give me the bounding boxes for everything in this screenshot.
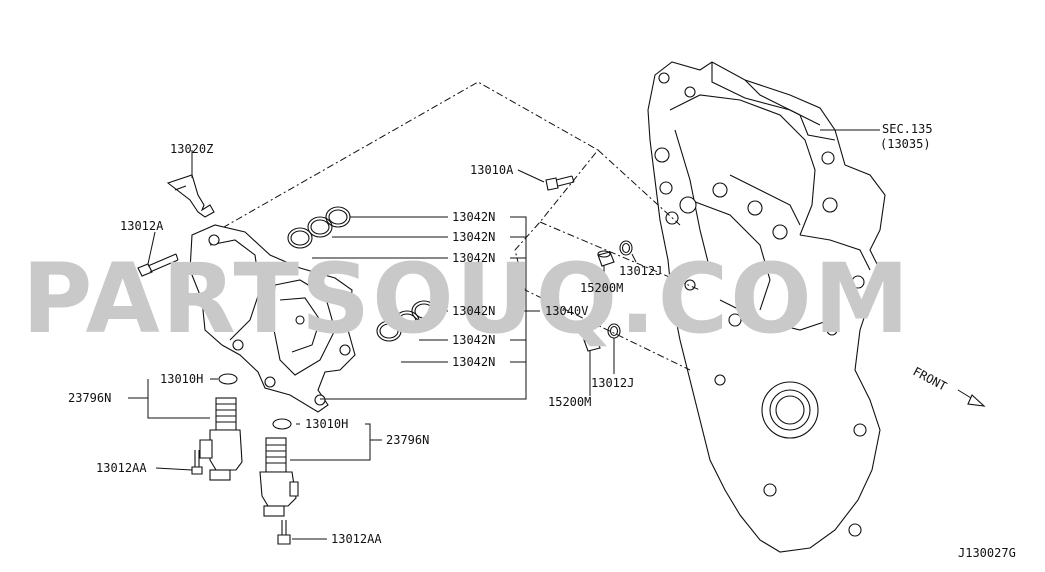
label-13042N-4: 13042N [452, 304, 495, 318]
washer-13012J-upper[interactable] [619, 240, 633, 256]
label-13012J-lower: 13012J [591, 376, 634, 390]
o-ring-13010H-right[interactable] [272, 418, 292, 430]
o-rings-upper[interactable] [287, 206, 351, 249]
front-label: FRONT [911, 364, 949, 393]
solenoid-valve-right[interactable] [259, 437, 299, 517]
o-ring-13010H-left[interactable] [218, 373, 238, 385]
label-13042N-3: 13042N [452, 251, 495, 265]
plug-15200M-upper[interactable] [597, 250, 615, 267]
label-15200M-lower: 15200M [548, 395, 591, 409]
label-13042N-2: 13042N [452, 230, 495, 244]
bolt-13012AA-right[interactable] [277, 520, 291, 545]
assembly-outline-2 [539, 149, 701, 291]
label-13042N-6: 13042N [452, 355, 495, 369]
label-13012J-upper: 13012J [619, 264, 662, 278]
sealant-tube[interactable] [166, 174, 215, 218]
label-13012A: 13012A [120, 219, 164, 233]
label-13010A: 13010A [470, 163, 514, 177]
label-13042N-5: 13042N [452, 333, 495, 347]
watermark: PARTSOUQ.COM [22, 243, 911, 355]
label-13012AA-right: 13012AA [331, 532, 382, 546]
label-13020Z: 13020Z [170, 142, 213, 156]
label-13010H-left: 13010H [160, 372, 203, 386]
diagram-code: J130027G [958, 546, 1016, 560]
assembly-outline [209, 81, 691, 371]
label-sec-13035: (13035) [880, 137, 931, 151]
o-rings-lower[interactable] [376, 300, 437, 342]
label-23796N-left: 23796N [68, 391, 111, 405]
plug-15200M-lower[interactable] [583, 335, 601, 352]
bolt-13010A[interactable] [545, 175, 575, 191]
label-sec-135: SEC.135 [882, 122, 933, 136]
label-13012AA-left: 13012AA [96, 461, 147, 475]
solenoid-valve-left[interactable] [199, 397, 243, 481]
timing-chain-case[interactable] [647, 61, 886, 553]
bolt-13012AA-left[interactable] [191, 450, 203, 475]
bolt-13012A[interactable] [137, 253, 179, 277]
leader-lines [128, 129, 880, 540]
label-13042N-1: 13042N [452, 210, 495, 224]
label-13040V: 13040V [545, 304, 588, 318]
label-15200M-upper: 15200M [580, 281, 623, 295]
valve-timing-cover[interactable] [189, 224, 356, 413]
front-direction-arrow: FRONT [911, 364, 986, 407]
label-23796N-right: 23796N [386, 433, 429, 447]
label-13010H-right: 13010H [305, 417, 348, 431]
